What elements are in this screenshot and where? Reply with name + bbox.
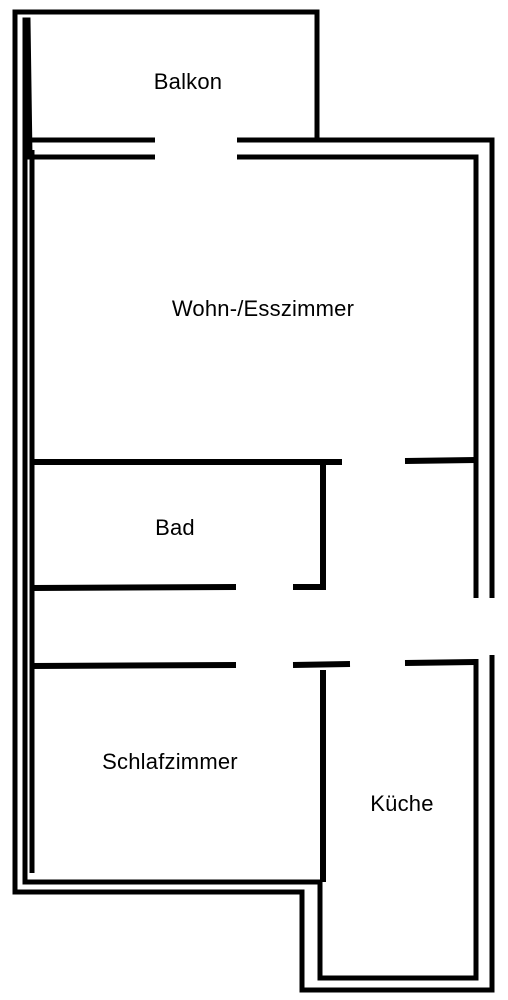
wall-schlaf-top-right: [292, 661, 351, 668]
wall-kueche-top: [404, 659, 477, 666]
wall-wohn-flur: [404, 457, 477, 464]
outer-wall-inner-line-west: [22, 17, 479, 981]
room-label-wohn-esszimmer: Wohn-/Esszimmer: [172, 296, 354, 321]
room-label-kueche: Küche: [370, 791, 433, 816]
wall-schlaf-top-left: [31, 662, 237, 669]
room-label-balkon: Balkon: [154, 69, 222, 94]
wall-bad-bottom-left: [31, 584, 237, 591]
balkon-wall: [25, 137, 476, 160]
room-label-bad: Bad: [155, 515, 195, 540]
outer-wall-inner-line: [237, 154, 479, 598]
room-label-schlafzimmer: Schlafzimmer: [102, 749, 238, 774]
outer-wall-outer-line: [12, 9, 495, 993]
interior-walls: [31, 457, 477, 882]
